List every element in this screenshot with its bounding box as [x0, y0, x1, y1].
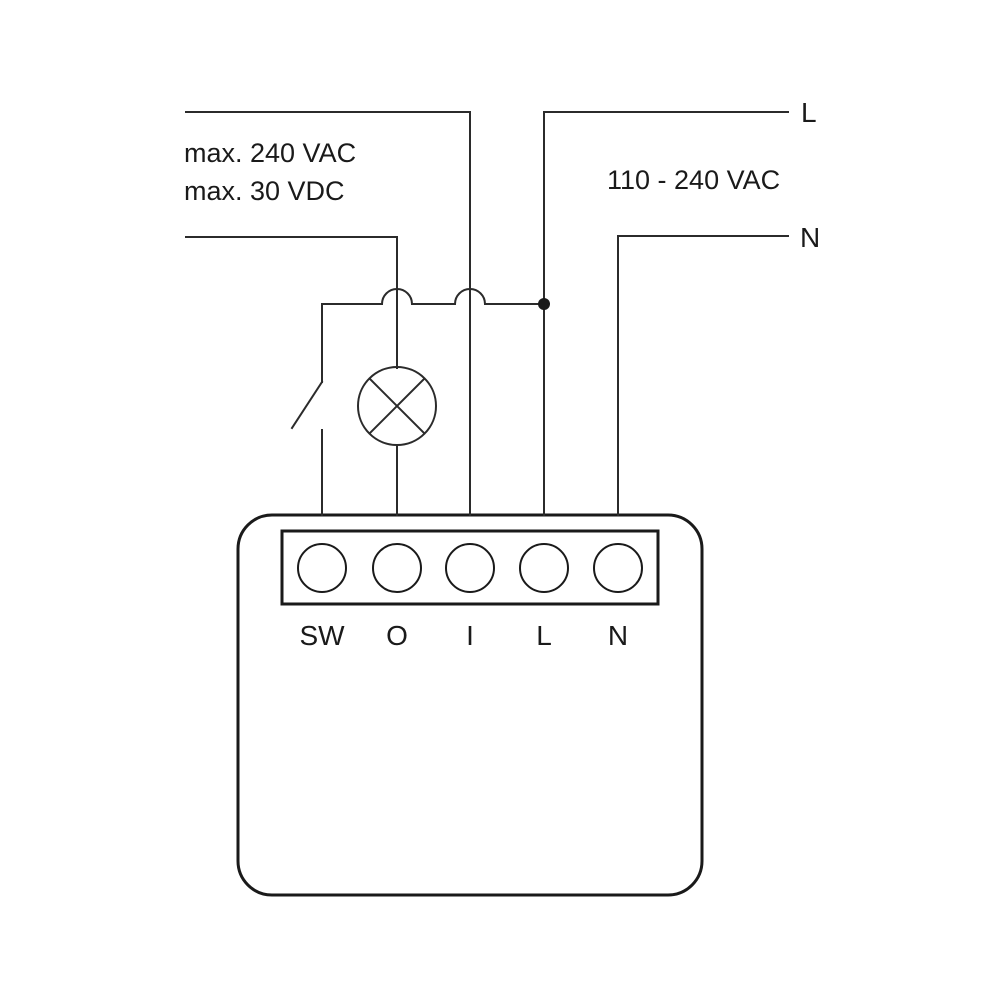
neutral-supply-wire [617, 235, 789, 516]
terminal-o [372, 543, 422, 593]
terminal-block [280, 529, 660, 606]
terminal-label-l: L [536, 620, 552, 651]
terminal-i [445, 543, 495, 593]
terminal-label-n: N [608, 620, 628, 651]
input-contact-wire [185, 111, 471, 516]
switch-contact-icon [290, 380, 324, 430]
terminal-label-o: O [386, 620, 408, 651]
terminal-label-sw: SW [299, 620, 345, 651]
terminal-sw [297, 543, 347, 593]
line-supply-wire [543, 111, 789, 516]
terminal-label-i: I [466, 620, 474, 651]
line-label: L [801, 97, 817, 128]
terminal-l [519, 543, 569, 593]
max-dc-rating: max. 30 VDC [184, 176, 345, 206]
max-ac-rating: max. 240 VAC [184, 138, 356, 168]
output-wire-upper [185, 236, 398, 369]
lamp-icon [357, 366, 437, 446]
neutral-label: N [800, 222, 820, 253]
switch-feed-wire [321, 288, 545, 383]
supply-voltage: 110 - 240 VAC [607, 165, 780, 195]
junction-dot [538, 298, 550, 310]
terminal-n [593, 543, 643, 593]
